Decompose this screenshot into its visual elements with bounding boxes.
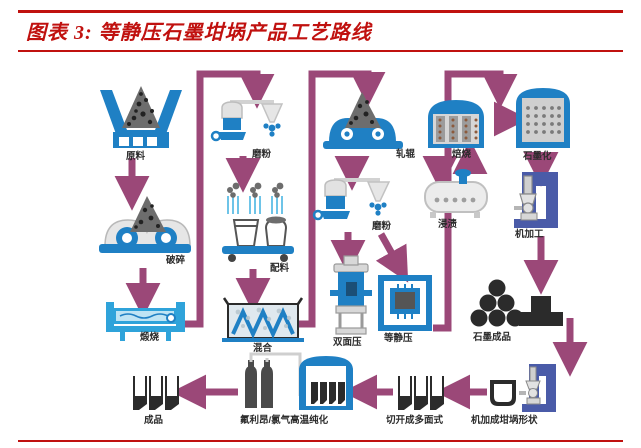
double-sided-press-icon — [330, 255, 372, 335]
label-double-press: 双面压 — [333, 337, 362, 348]
batching-cart-icon — [222, 182, 294, 262]
graphitization-furnace-icon — [516, 88, 570, 148]
baking-furnace-icon — [428, 100, 484, 148]
purification-furnace-icon — [245, 352, 353, 410]
label-batching: 配料 — [270, 263, 290, 274]
label-mixing: 混合 — [253, 343, 273, 354]
label-machining: 机加工 — [515, 229, 544, 240]
grinder-mill-icon-1 — [210, 100, 284, 142]
label-baking: 焙烧 — [452, 149, 472, 160]
connector-layer — [114, 70, 588, 410]
connector-isostatic-to-baking — [433, 70, 518, 332]
label-grinding-2: 磨粉 — [372, 221, 392, 232]
page-title: 图表 3: 等静压石墨坩埚产品工艺路线 — [26, 22, 372, 44]
label-machine-shape: 机加成坩埚形状 — [471, 415, 538, 426]
cut-crucible-set-icon — [398, 376, 444, 410]
isostatic-press-icon — [378, 275, 432, 331]
connector-grinding2-to-isostatic — [375, 232, 409, 283]
equipment-icon-layer — [99, 86, 570, 412]
footer-rule — [18, 440, 623, 442]
label-impregnation: 浸渍 — [438, 219, 458, 230]
header-bottom-rule — [18, 50, 623, 52]
label-raw-material: 原料 — [126, 151, 146, 162]
machining-press-icon — [514, 172, 558, 228]
crucible-set-icon — [133, 376, 179, 410]
label-finished-goods: 成品 — [144, 415, 164, 426]
label-cut-multiface: 切开成多面式 — [386, 415, 444, 426]
mixer-tank-icon — [222, 297, 304, 342]
label-crushing: 破碎 — [166, 255, 186, 266]
label-calcination: 煅烧 — [140, 332, 160, 343]
label-graphite-goods: 石墨成品 — [473, 332, 512, 343]
connector-mixing-to-rolling — [299, 70, 386, 328]
header-top-rule — [18, 10, 623, 13]
impregnation-tank-icon — [424, 169, 488, 218]
hopper-with-ore-icon — [100, 86, 182, 148]
label-isostatic-press: 等静压 — [384, 333, 413, 344]
calcination-kiln-icon — [106, 302, 185, 341]
grinder-mill-icon-2 — [312, 178, 391, 221]
label-grinding-1: 磨粉 — [252, 149, 272, 160]
label-purification: 氟利昂/氯气高温纯化 — [240, 415, 329, 426]
label-graphitization: 石墨化 — [523, 151, 552, 162]
crusher-icon — [99, 196, 191, 253]
label-rolling: 轧辊 — [396, 149, 416, 160]
graphite-billets-icon — [470, 279, 563, 327]
connector-calcination-to-grinding1 — [183, 70, 275, 328]
roller-mill-icon — [323, 92, 403, 149]
crucible-machining-icon — [490, 364, 556, 412]
process-flow-diagram: 原料 磨粉 轧辊 焙烧 石墨化 破碎 配料 磨粉 浸渍 机加工 煅烧 混合 双面… — [0, 56, 641, 438]
